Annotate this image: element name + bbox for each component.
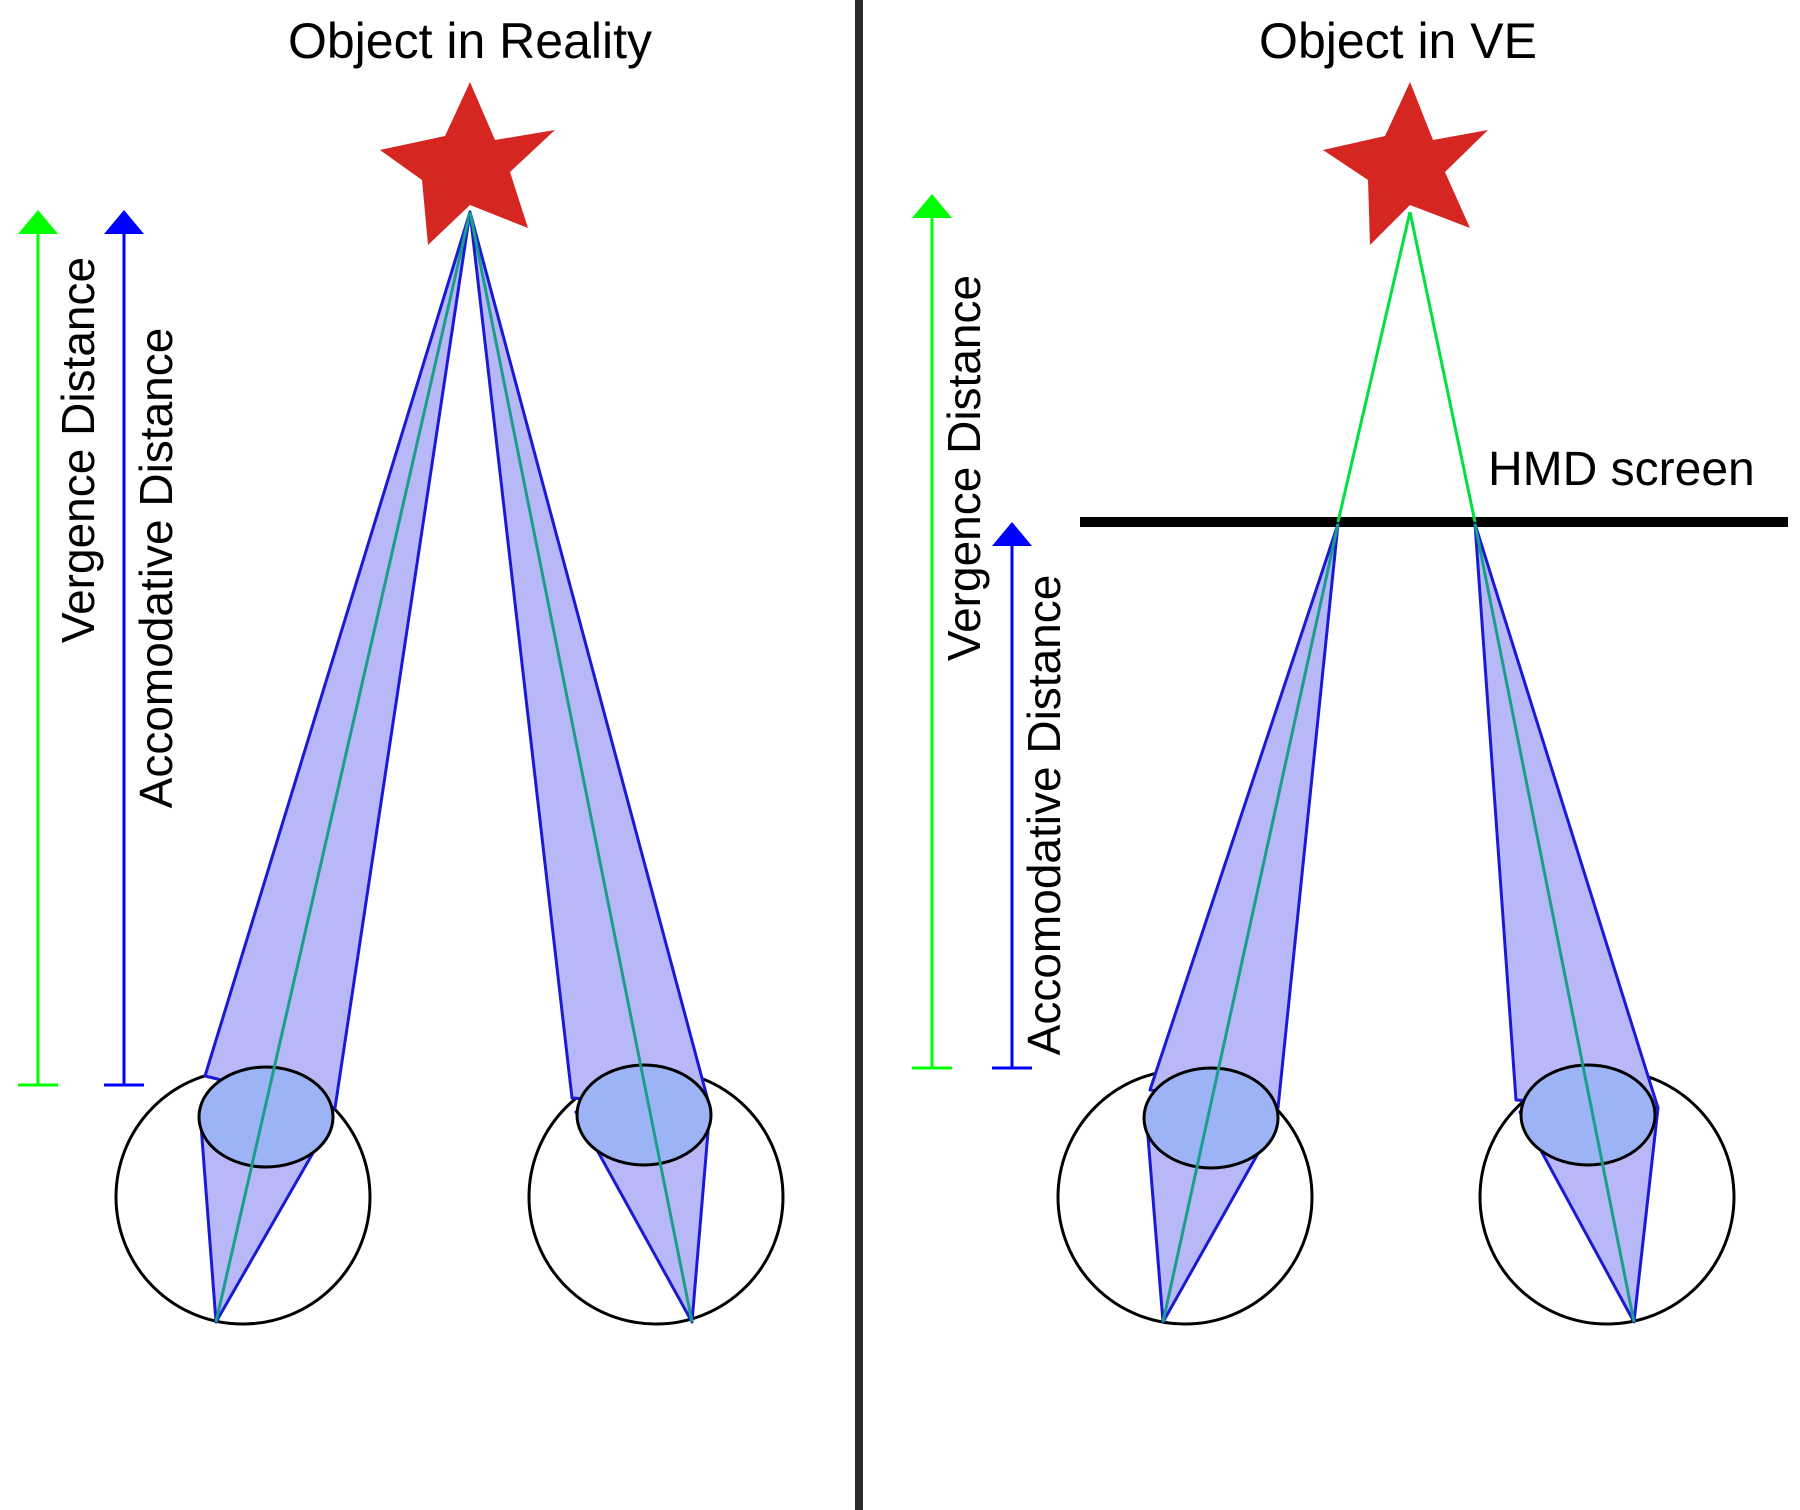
right-panel: Object in VE HMD screen Vergence Distanc…: [912, 13, 1788, 1326]
left-panel: Object in Reality Vergence Distance Acco…: [18, 13, 785, 1326]
accommodative-arrow-right: [992, 522, 1032, 1070]
accommodative-label-right: Accomodative Distance: [1018, 575, 1070, 1056]
right-eye-left-panel: [468, 210, 785, 1326]
vergence-arrow-right: [912, 194, 952, 1070]
star-icon-right: [1323, 82, 1488, 245]
left-eye-right-panel: [1056, 522, 1340, 1326]
left-eye-left-panel: [114, 210, 472, 1326]
right-eye-right-panel: [1473, 522, 1736, 1326]
right-panel-title: Object in VE: [1259, 13, 1537, 69]
star-icon-left: [380, 82, 555, 245]
accommodative-arrow-left: [104, 210, 144, 1087]
vergence-ray-right: [1408, 211, 1477, 523]
panel-divider: [855, 0, 863, 1510]
vergence-ray-left: [1336, 211, 1412, 523]
vergence-label-right: Vergence Distance: [938, 275, 990, 661]
vergence-arrow-left: [18, 210, 58, 1087]
left-panel-title: Object in Reality: [288, 13, 652, 69]
accommodative-label-left: Accomodative Distance: [130, 328, 182, 809]
hmd-screen-label: HMD screen: [1488, 443, 1755, 496]
vergence-label-left: Vergence Distance: [52, 257, 104, 643]
